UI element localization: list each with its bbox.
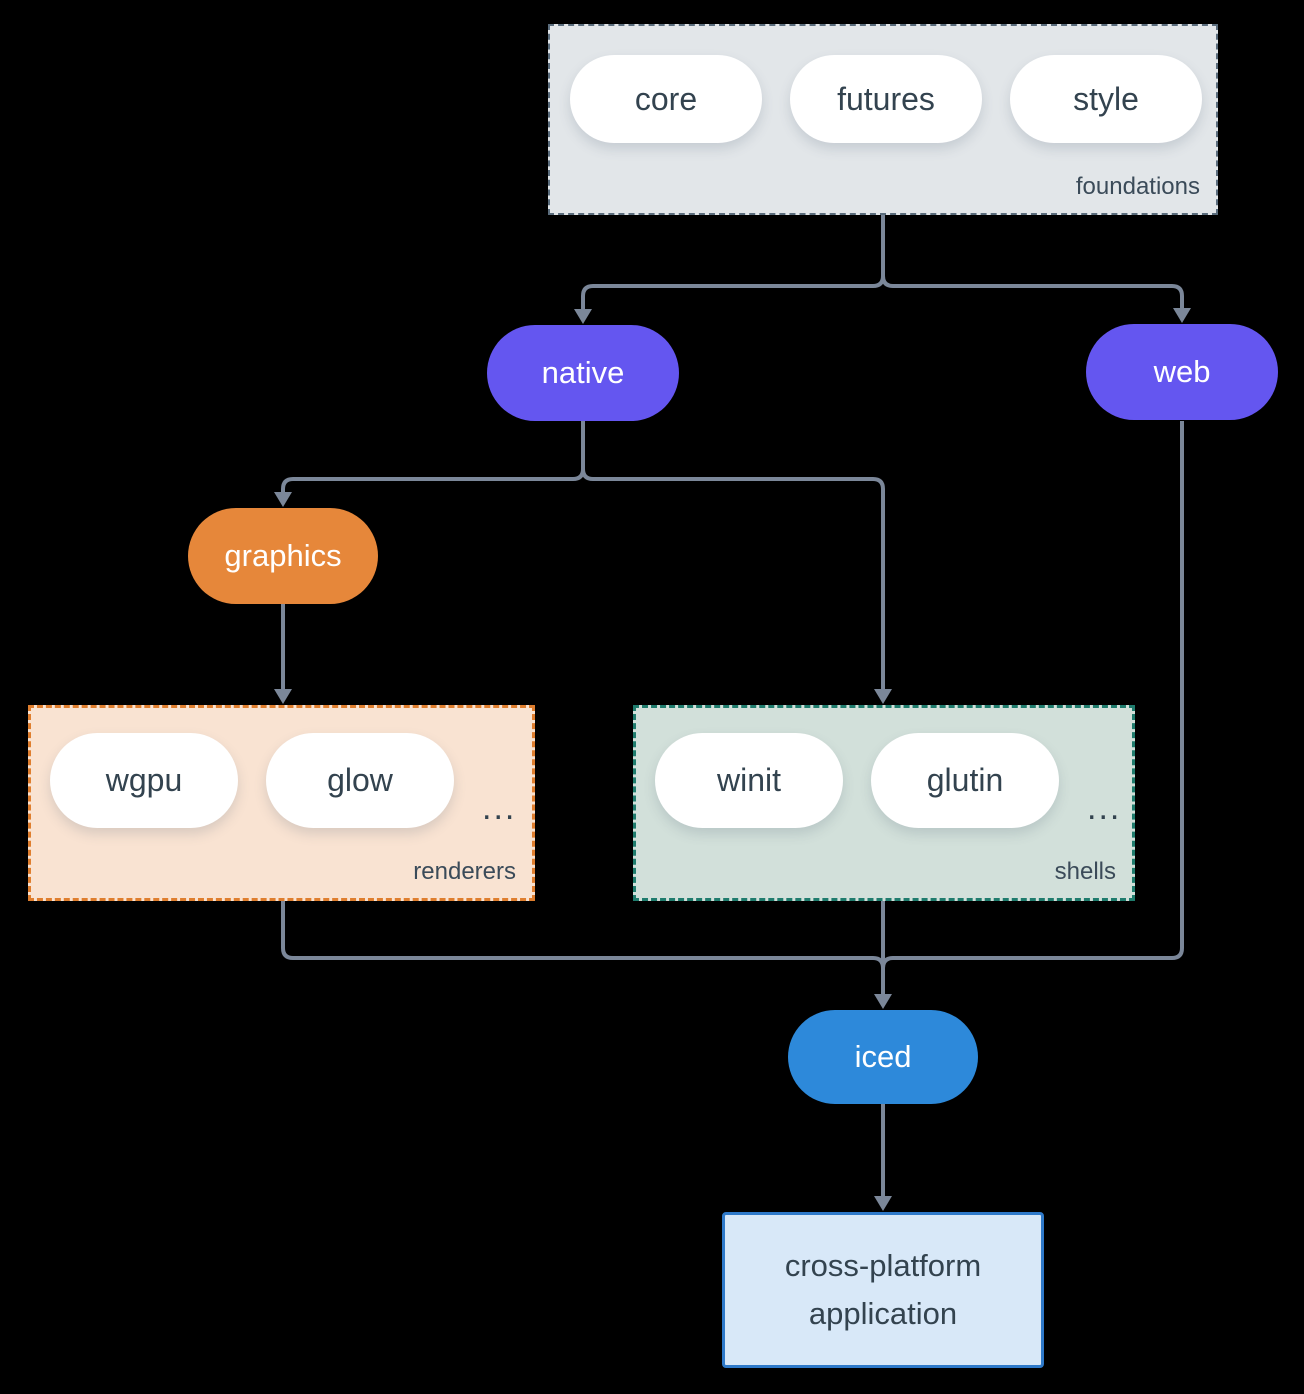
node-core-label: core xyxy=(634,80,698,117)
edge-foundations-web xyxy=(881,215,1184,309)
node-web: web xyxy=(1086,324,1278,420)
node-winit-label: winit xyxy=(716,762,781,798)
arrowhead-native xyxy=(574,309,592,324)
node-web-label: web xyxy=(1153,354,1211,389)
node-core: core xyxy=(570,55,762,143)
node-iced: iced xyxy=(788,1010,978,1104)
edge-native-graphics xyxy=(281,421,585,493)
node-native-label: native xyxy=(541,355,625,390)
node-wgpu-label: wgpu xyxy=(105,762,183,798)
foundations-group: core futures style foundations xyxy=(548,24,1218,215)
renderers-ellipsis: ... xyxy=(482,789,517,827)
node-wgpu: wgpu xyxy=(50,733,238,828)
node-iced-label: iced xyxy=(854,1039,912,1074)
node-glutin: glutin xyxy=(871,733,1059,828)
node-style-label: style xyxy=(1073,80,1139,117)
arrowhead-iced xyxy=(874,994,892,1009)
edge-native-shells xyxy=(581,421,885,690)
node-style: style xyxy=(1010,55,1202,143)
renderers-group: wgpu glow ... renderers xyxy=(28,705,535,901)
renderers-group-label: renderers xyxy=(413,858,516,885)
node-graphics: graphics xyxy=(188,508,378,604)
arrowhead-web xyxy=(1173,308,1191,323)
node-glow-label: glow xyxy=(327,762,393,798)
node-graphics-label: graphics xyxy=(224,538,342,573)
node-native: native xyxy=(487,325,679,421)
foundations-group-label: foundations xyxy=(1075,173,1200,200)
node-futures-label: futures xyxy=(837,80,935,117)
edge-renderers-iced xyxy=(281,901,885,969)
node-glow: glow xyxy=(266,733,454,828)
arrowheads xyxy=(274,308,1191,1211)
node-winit: winit xyxy=(655,733,843,828)
shells-ellipsis: ... xyxy=(1087,789,1122,827)
application-label-line1: cross-platform xyxy=(784,1248,982,1283)
node-cross-platform-application: cross-platform application xyxy=(722,1212,1044,1368)
edge-foundations-native xyxy=(581,215,885,310)
arrowhead-shells xyxy=(874,689,892,704)
arrowhead-renderers xyxy=(274,689,292,704)
node-glutin-label: glutin xyxy=(926,762,1004,798)
node-futures: futures xyxy=(790,55,982,143)
arrowhead-graphics xyxy=(274,492,292,507)
shells-group: winit glutin ... shells xyxy=(633,705,1135,901)
arrowhead-application xyxy=(874,1196,892,1211)
shells-group-label: shells xyxy=(1054,858,1116,885)
application-label-line2: application xyxy=(808,1296,958,1331)
